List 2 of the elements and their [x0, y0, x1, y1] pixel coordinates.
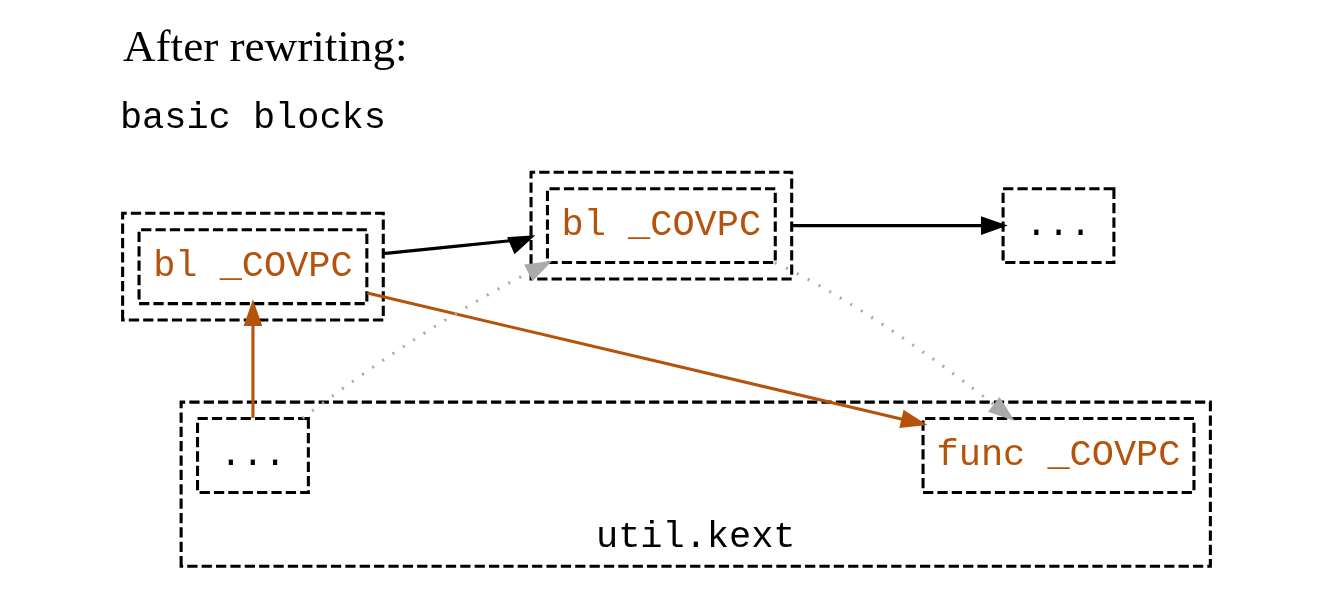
label: basic blocks: [119, 96, 386, 139]
diagram-title: After rewriting:: [122, 20, 408, 71]
